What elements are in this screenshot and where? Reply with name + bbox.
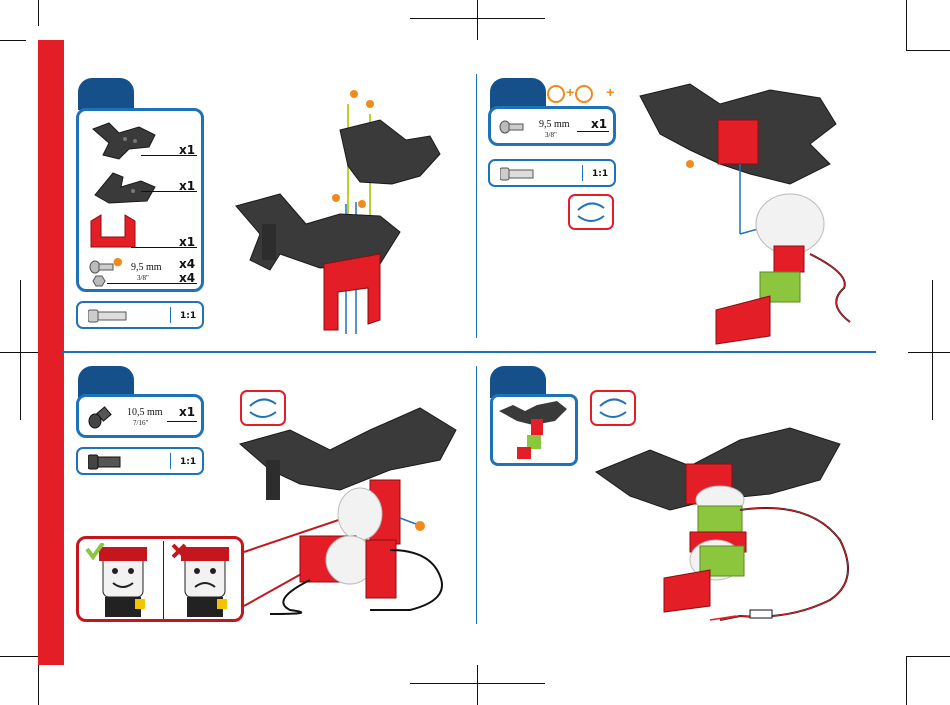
page-edge-red-bar [38, 40, 64, 665]
crop-mark [0, 40, 26, 41]
nut-icon [91, 275, 107, 287]
screw-number-icon: ● [113, 255, 123, 268]
quantity-label: x4 [179, 257, 195, 271]
step3-assembly-illustration [230, 400, 470, 624]
crop-mark [906, 656, 907, 705]
scale-reference: 1:1 [76, 301, 204, 329]
header-symbols-text: + + [566, 84, 628, 100]
quantity-label: x4 [179, 271, 195, 285]
scale-label: 1:1 [180, 311, 196, 321]
screw-icon [499, 119, 525, 135]
parts-list: 9,5 mm 3/8" x1 [488, 106, 616, 146]
bottom-plate-icon [89, 167, 159, 207]
crop-mark [906, 0, 907, 50]
quantity-label: x1 [591, 117, 607, 131]
crop-mark [38, 0, 39, 26]
crop-mark [906, 656, 950, 657]
screw-icon [88, 309, 128, 323]
correct-orientation-face-icon [85, 543, 157, 619]
crop-mark [38, 665, 39, 705]
orientation-callout [76, 536, 244, 622]
screw-icon [500, 167, 536, 181]
screw-length-in: 7/16" [133, 419, 148, 427]
previous-assembly-icon [490, 394, 578, 466]
quantity-label: x1 [179, 235, 195, 249]
step-divider-horizontal [62, 351, 876, 353]
screw-length-mm: 9,5 mm [131, 262, 162, 273]
rotate-icon [568, 194, 614, 230]
top-plate-icon [89, 119, 159, 163]
parts-list: x1 x1 x1 ● 9,5 mm 3/8" x4 x4 [76, 108, 204, 292]
scale-label: 1:1 [592, 169, 608, 179]
step-tab [78, 78, 134, 110]
red-bracket-icon [89, 211, 139, 251]
step4-assembly-illustration [590, 420, 876, 630]
screw-icon [89, 259, 115, 275]
crop-mark [477, 665, 478, 705]
screw-length-in: 3/8" [137, 274, 149, 282]
crop-mark [20, 280, 21, 420]
crop-mark [932, 280, 933, 420]
step2-assembly-illustration [630, 74, 870, 350]
step-divider-vertical [476, 74, 477, 338]
screw-length-mm: 10,5 mm [127, 407, 163, 418]
crop-mark [477, 0, 478, 40]
screw-length-mm: 9,5 mm [539, 119, 570, 130]
screw-length-in: 3/8" [545, 131, 557, 139]
shoulder-screw-icon [88, 453, 124, 471]
step-divider-vertical [476, 366, 477, 624]
quantity-label: x1 [179, 179, 195, 193]
scale-label: 1:1 [180, 457, 196, 467]
step1-assembly-illustration [230, 84, 460, 338]
quantity-label: x1 [179, 405, 195, 419]
crop-mark [0, 352, 38, 353]
scale-reference: 1:1 [488, 159, 616, 187]
crop-mark [908, 352, 950, 353]
crop-mark [906, 50, 950, 51]
parts-list: 10,5 mm 7/16" x1 [76, 394, 204, 438]
quantity-label: x1 [179, 143, 195, 157]
shoulder-screw-icon [87, 405, 115, 429]
crop-mark [0, 656, 38, 657]
scale-reference: 1:1 [76, 447, 204, 475]
